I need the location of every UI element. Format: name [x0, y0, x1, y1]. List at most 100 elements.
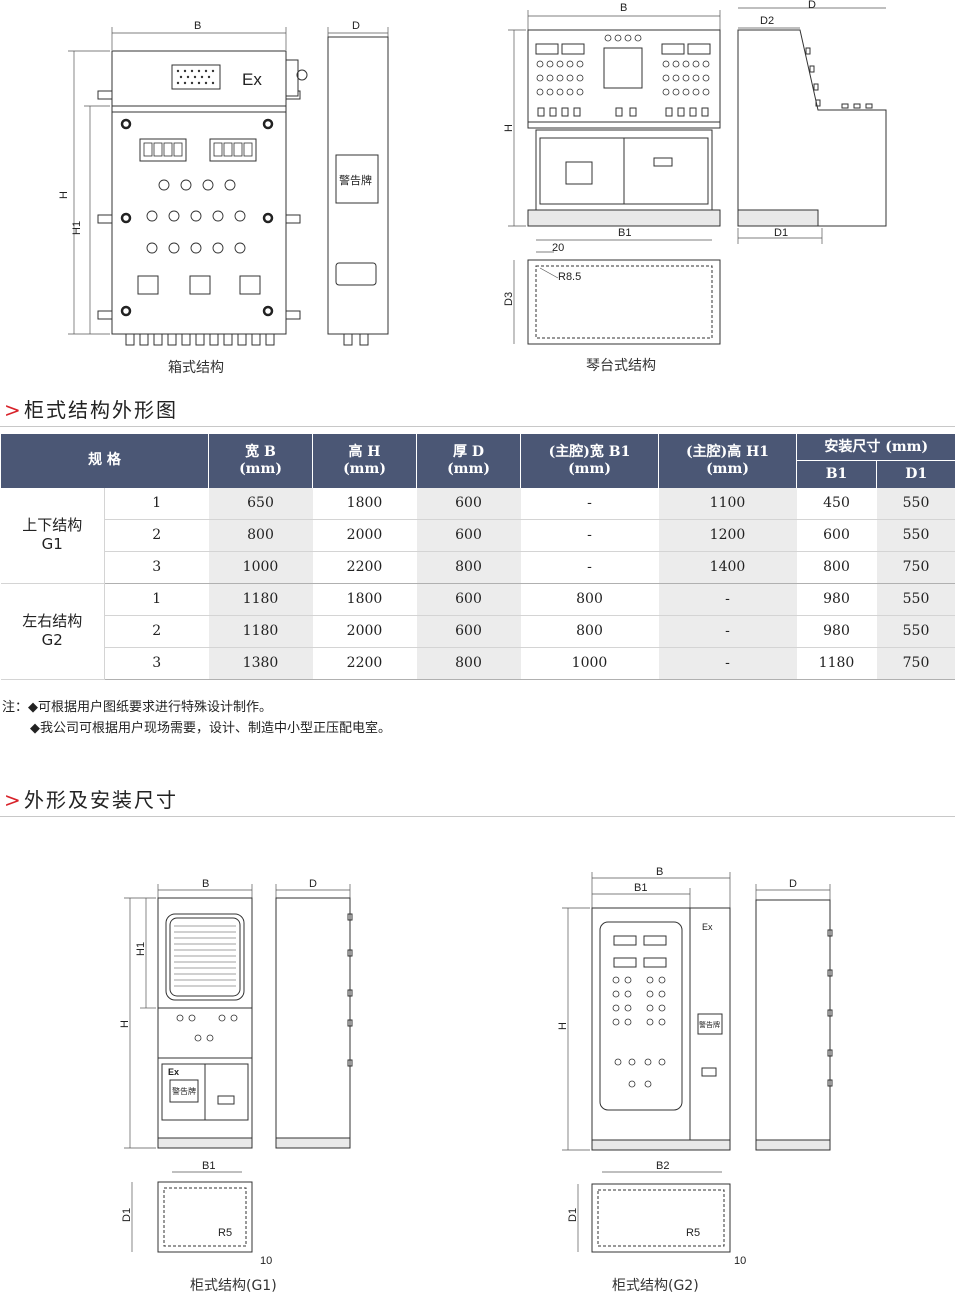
header-spec: 规 格	[0, 433, 209, 488]
notes-label: 注：	[2, 700, 29, 715]
dim-b-label: B	[620, 2, 627, 14]
note-text: 可根据用户图纸要求进行特殊设计制作。	[38, 700, 273, 715]
section-heading-installation: > 外形及安装尺寸	[0, 786, 955, 817]
cell-no: 1	[104, 583, 209, 616]
dim-d2-label: D2	[760, 15, 774, 27]
g1-caption: 柜式结构(G1)	[190, 1278, 277, 1294]
cell-b: 800	[208, 519, 313, 552]
dim-d1-label: D1	[121, 1208, 133, 1222]
cell-b: 650	[208, 487, 313, 520]
spec-table: 规 格 宽 B(mm) 高 H(mm) 厚 D(mm) (主腔)宽 B1(mm)…	[0, 433, 955, 680]
dim-h-label: H	[58, 191, 70, 199]
cell-b: 1000	[208, 551, 313, 584]
section-title: 柜式结构外形图	[24, 398, 178, 422]
dim-h-label: H	[119, 1020, 131, 1028]
cell-install-b1: 450	[796, 487, 877, 520]
cell-d: 600	[416, 583, 521, 616]
cell-install-b1: 1180	[796, 647, 877, 680]
dim-h-label: H	[557, 1022, 569, 1030]
dim-r5-label: R5	[218, 1227, 232, 1239]
cell-install-d1: 550	[876, 487, 955, 520]
cell-install-b1: 980	[796, 615, 877, 648]
console-structure-caption: 琴台式结构	[586, 358, 656, 374]
dim-b1-label: B1	[634, 882, 647, 894]
cell-h: 2000	[312, 519, 417, 552]
cell-b: 1180	[208, 583, 313, 616]
warning-label: 警告牌	[699, 1020, 720, 1029]
cell-main-b1: -	[520, 551, 659, 584]
chevron-right-icon: >	[4, 398, 21, 422]
dim-b1-label: B1	[202, 1160, 215, 1172]
dim-d1-label: D1	[567, 1208, 579, 1222]
cell-main-h1: 1100	[658, 487, 797, 520]
note-2: ◆我公司可根据用户现场需要，设计、制造中小型正压配电室。	[2, 718, 391, 739]
cell-main-h1: 1400	[658, 551, 797, 584]
header-depth-d: 厚 D(mm)	[416, 433, 521, 488]
warning-label: 警告牌	[172, 1086, 196, 1096]
dim-d-label: D	[808, 0, 816, 11]
header-install-d1: D1	[876, 460, 955, 488]
cell-main-b1: 800	[520, 583, 659, 616]
cell-main-b1: -	[520, 519, 659, 552]
cell-install-d1: 750	[876, 551, 955, 584]
warning-label: 警告牌	[339, 173, 372, 187]
cell-h: 2200	[312, 647, 417, 680]
cell-b: 1380	[208, 647, 313, 680]
dim-20-label: 20	[552, 242, 564, 254]
header-install-b1: B1	[796, 460, 877, 488]
console-structure-drawing: B H D D2 D1 B1 2	[503, 0, 887, 345]
dim-d-label: D	[789, 878, 797, 890]
dim-h-label: H	[503, 124, 515, 132]
table-row: 3 1000 2200 800 - 1400 800 750	[1, 551, 955, 584]
header-main-h1: (主腔)高 H1(mm)	[658, 433, 797, 488]
cell-h: 1800	[312, 487, 417, 520]
note-text: 我公司可根据用户现场需要，设计、制造中小型正压配电室。	[40, 721, 392, 736]
cell-main-h1: -	[658, 615, 797, 648]
table-row: 2 800 2000 600 - 1200 600 550	[1, 519, 955, 552]
chevron-right-icon: >	[4, 788, 21, 812]
cell-install-b1: 980	[796, 583, 877, 616]
section-heading-cabinet-outline: > 柜式结构外形图	[0, 396, 955, 427]
dim-b-label: B	[194, 20, 201, 32]
dim-10-label: 10	[734, 1255, 746, 1267]
dim-d1-label: D1	[774, 227, 788, 239]
cell-d: 600	[416, 519, 521, 552]
cell-d: 600	[416, 615, 521, 648]
cell-install-b1: 600	[796, 519, 877, 552]
box-structure-caption: 箱式结构	[168, 360, 224, 376]
cell-h: 2200	[312, 551, 417, 584]
cell-b: 1180	[208, 615, 313, 648]
cell-d: 600	[416, 487, 521, 520]
dim-b-label: B	[656, 866, 663, 878]
cell-no: 2	[104, 519, 209, 552]
cell-no: 3	[104, 551, 209, 584]
header-width-b: 宽 B(mm)	[208, 433, 313, 488]
note-1: 注：◆可根据用户图纸要求进行特殊设计制作。	[2, 697, 391, 718]
ex-mark: Ex	[242, 70, 262, 89]
dim-r85-label: R8.5	[558, 271, 581, 283]
g2-caption: 柜式结构(G2)	[612, 1278, 699, 1294]
dim-d3-label: D3	[503, 292, 515, 306]
dim-10-label: 10	[260, 1255, 272, 1267]
diamond-bullet-icon: ◆	[30, 721, 40, 736]
table-row: 3 1380 2200 800 1000 - 1180 750	[1, 647, 955, 680]
section-title: 外形及安装尺寸	[24, 788, 178, 812]
table-row: 2 1180 2000 600 800 - 980 550	[1, 615, 955, 648]
g1-cabinet-drawing: B Ex 警告牌 H H1 D B1 D1 R5 10	[119, 878, 353, 1267]
cell-install-b1: 800	[796, 551, 877, 584]
cell-main-b1: -	[520, 487, 659, 520]
cell-d: 800	[416, 647, 521, 680]
header-height-h: 高 H(mm)	[312, 433, 417, 488]
cell-main-h1: -	[658, 647, 797, 680]
diamond-bullet-icon: ◆	[28, 700, 39, 715]
header-main-b1: (主腔)宽 B1(mm)	[520, 433, 659, 488]
header-install: 安装尺寸 (mm)	[796, 433, 955, 461]
dim-b-label: B	[202, 878, 209, 890]
cell-main-h1: -	[658, 583, 797, 616]
cell-main-b1: 800	[520, 615, 659, 648]
cell-install-d1: 550	[876, 583, 955, 616]
dim-h1-label: H1	[135, 942, 147, 956]
